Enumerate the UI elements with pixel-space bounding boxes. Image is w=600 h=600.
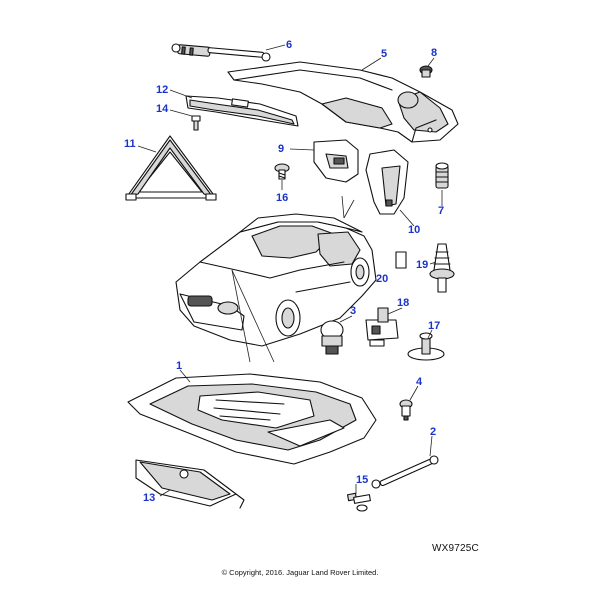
callout-17: 17 [428, 320, 440, 332]
callout-18: 18 [397, 297, 409, 309]
part-support-bracket[interactable] [185, 95, 299, 127]
callout-16: 16 [276, 192, 288, 204]
part-gas-strut-boot[interactable] [371, 455, 439, 489]
part-bolt-15[interactable] [346, 492, 371, 512]
part-bolt-14[interactable] [191, 115, 201, 131]
part-fir-tree-clip[interactable] [429, 243, 455, 293]
callout-19: 19 [416, 259, 428, 271]
callout-4: 4 [416, 376, 423, 388]
part-gas-strut-bonnet[interactable] [171, 43, 271, 62]
callout-10: 10 [408, 224, 420, 236]
callout-6: 6 [286, 39, 292, 51]
diagram-reference-code: WX9725C [432, 543, 479, 554]
callout-13: 13 [143, 492, 155, 504]
part-tool-pouch[interactable] [135, 459, 245, 509]
part-screw-16[interactable] [274, 163, 290, 180]
part-engine-undertray[interactable] [127, 373, 377, 465]
callout-1: 1 [176, 360, 182, 372]
callout-12: 12 [156, 84, 168, 96]
leader-lines [137, 44, 443, 497]
part-push-clip-small[interactable] [419, 65, 433, 78]
callout-14: 14 [156, 103, 169, 115]
callout-2: 2 [430, 426, 436, 438]
callout-11: 11 [124, 138, 136, 150]
part-push-pin-washer[interactable] [407, 332, 445, 361]
copyright-notice: © Copyright, 2016. Jaguar Land Rover Lim… [221, 568, 379, 577]
part-fastener-bracket[interactable] [365, 307, 399, 347]
part-retaining-clip[interactable] [320, 320, 344, 355]
callout-9: 9 [278, 143, 284, 155]
callout-20: 20 [376, 273, 388, 285]
callout-labels: 1 2 3 4 5 6 7 8 9 10 11 12 13 14 15 16 1… [124, 39, 444, 504]
callout-3: 3 [350, 305, 356, 317]
part-warning-triangle[interactable] [125, 135, 217, 201]
part-grommet-plug[interactable] [435, 162, 449, 189]
part-clip-4[interactable] [399, 399, 413, 421]
callout-15: 15 [356, 474, 368, 486]
part-cowl-trim-panel[interactable] [227, 61, 459, 143]
part-stowage-cover[interactable] [313, 139, 359, 183]
callout-8: 8 [431, 47, 437, 59]
vehicle-outline [175, 213, 377, 347]
part-label-card[interactable] [395, 251, 407, 269]
callout-5: 5 [381, 48, 387, 60]
callout-7: 7 [438, 205, 444, 217]
part-side-bracket[interactable] [365, 149, 409, 215]
